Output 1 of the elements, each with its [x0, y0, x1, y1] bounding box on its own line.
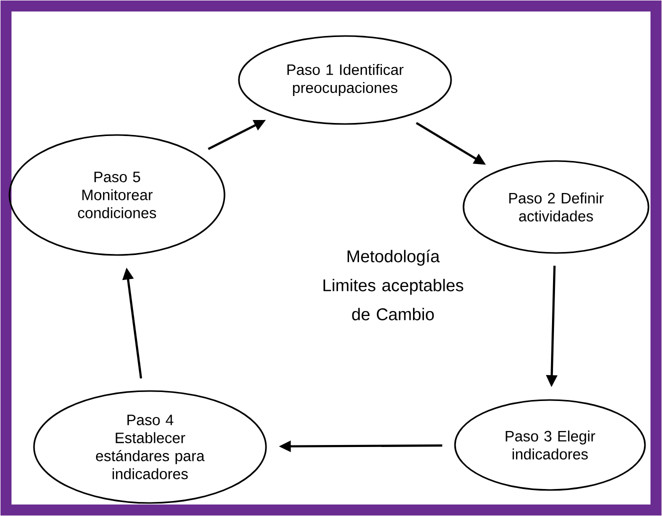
center-title: Metodología Limites aceptables de Cambio [324, 250, 464, 320]
